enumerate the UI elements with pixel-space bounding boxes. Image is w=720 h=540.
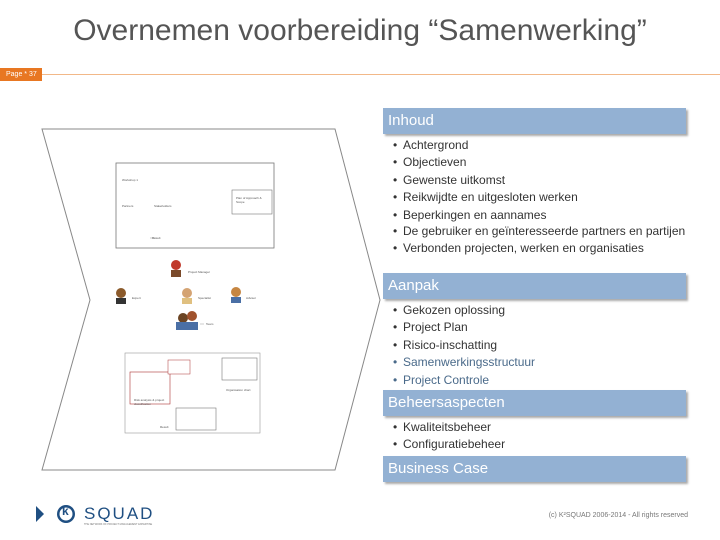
diagram-label-team: Team bbox=[206, 322, 214, 326]
list-item: Verbonden projecten, werken en organisat… bbox=[393, 240, 689, 258]
section-header-aanpak: Aanpak bbox=[383, 273, 686, 299]
section-header-business-case: Business Case bbox=[383, 456, 686, 482]
logo-letter: k bbox=[62, 504, 69, 518]
diagram-label-advisor: Advisor bbox=[246, 296, 257, 300]
section-list-inhoud: Achtergrond Objectieven Gewenste uitkoms… bbox=[393, 137, 689, 258]
section-header-beheersaspecten: Beheersaspecten bbox=[383, 390, 686, 416]
section-header-inhoud: Inhoud bbox=[383, 108, 686, 134]
list-item: Gekozen oplossing bbox=[393, 302, 689, 320]
diagram-label-risk: Risk analysis & project classification bbox=[134, 398, 165, 406]
list-item: Samenwerkingsstructuur bbox=[393, 354, 689, 372]
diagram-label-stakeholders: Stakeholders bbox=[154, 204, 172, 208]
list-item: Objectieven bbox=[393, 154, 689, 172]
page-number-badge: Page * 37 bbox=[0, 68, 42, 81]
list-item: Project Plan bbox=[393, 319, 689, 337]
list-item: Achtergrond bbox=[393, 137, 689, 155]
list-item: Project Controle bbox=[393, 372, 689, 390]
section-list-aanpak: Gekozen oplossing Project Plan Risico-in… bbox=[393, 302, 689, 389]
logo-mark-icon bbox=[36, 505, 75, 523]
diagram-label-partners: Partners bbox=[122, 204, 134, 208]
diagram-label-plan: Plan of Approach & Scope bbox=[236, 196, 262, 204]
list-item: Kwaliteitsbeheer bbox=[393, 419, 689, 437]
diagram-label-expert: Expert bbox=[132, 296, 141, 300]
diagram-label-project-manager: Project Manager bbox=[188, 270, 211, 274]
list-item: Beperkingen en aannames bbox=[393, 207, 689, 225]
logo-tagline: THE NETWORK OF PROJECT MANAGEMENT EXPERT… bbox=[84, 523, 153, 526]
logo-text: SQUAD bbox=[84, 504, 155, 523]
list-item: Reikwijdte en uitgesloten werken bbox=[393, 189, 689, 207]
header-divider bbox=[42, 74, 720, 75]
section-list-beheersaspecten: Kwaliteitsbeheer Configuratiebeheer bbox=[393, 419, 689, 454]
list-item: Gewenste uitkomst bbox=[393, 172, 689, 190]
diagram-label-result-bottom: Result bbox=[160, 425, 169, 429]
list-item: Risico-inschatting bbox=[393, 337, 689, 355]
diagram-label-specialist: Specialist bbox=[198, 296, 211, 300]
diagram-label-result-top: Result bbox=[152, 236, 161, 240]
list-item: Configuratiebeheer bbox=[393, 436, 689, 454]
list-item: De gebruiker en geïnteresseerde partners… bbox=[393, 224, 689, 238]
diagram-label-org-chart: Organisation chart bbox=[226, 388, 251, 392]
slide-title: Overnemen voorbereiding “Samenwerking” bbox=[73, 14, 647, 47]
diagram-label-workshop: Workshop 1 bbox=[122, 178, 138, 182]
copyright-text: (c) K²SQUAD 2006-2014 - All rights reser… bbox=[548, 512, 688, 519]
